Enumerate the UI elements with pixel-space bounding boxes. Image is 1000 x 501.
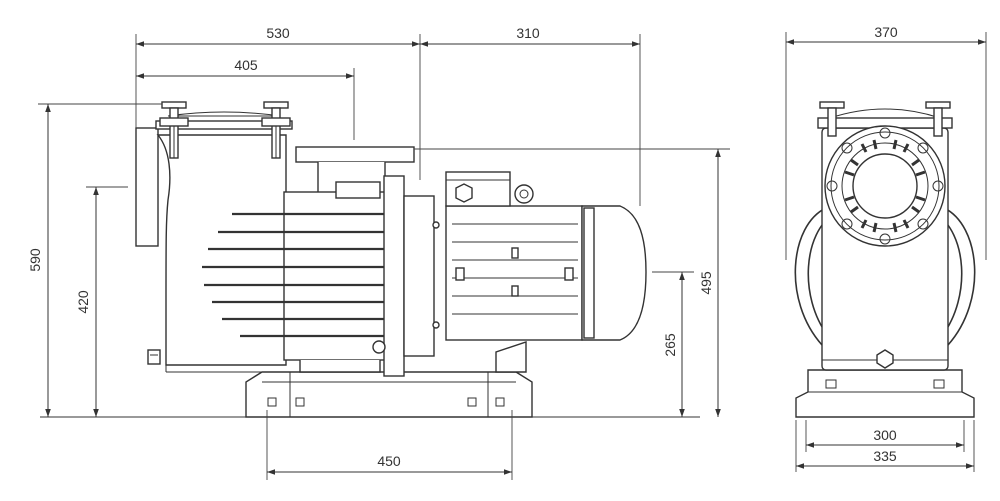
front-view: 370 300 335 xyxy=(785,24,987,472)
front-base xyxy=(795,369,975,418)
cooling-fins xyxy=(202,212,384,338)
dim-base-inner-width: 300 xyxy=(873,427,897,443)
front-dimensions: 370 300 335 xyxy=(785,24,987,472)
dim-base-length: 450 xyxy=(377,453,401,469)
dim-motor-length: 310 xyxy=(516,25,540,41)
lid-knob-right xyxy=(261,101,291,159)
dim-overall-length: 530 xyxy=(266,25,290,41)
dim-inlet-height: 420 xyxy=(75,290,91,314)
side-dimensions: 530 405 310 590 420 495 265 xyxy=(27,25,730,480)
inlet-flange xyxy=(824,125,946,247)
pump-volute xyxy=(283,146,440,377)
dim-total-height: 590 xyxy=(27,248,43,272)
drain-plug xyxy=(147,349,161,365)
lifting-eye xyxy=(514,184,534,204)
strainer-housing xyxy=(135,101,293,373)
front-drain-plug xyxy=(876,349,894,369)
dim-shaft-height: 265 xyxy=(662,333,678,357)
dim-base-outer-width: 335 xyxy=(873,448,897,464)
lid-knob-left xyxy=(159,101,189,159)
dim-outlet-height: 495 xyxy=(698,271,714,295)
motor xyxy=(445,171,647,373)
pump-base xyxy=(245,371,533,418)
outlet-flange xyxy=(295,146,415,163)
terminal-box xyxy=(445,171,511,207)
dim-front-width: 370 xyxy=(874,24,898,40)
side-view: 530 405 310 590 420 495 265 xyxy=(27,25,730,480)
dim-suction-to-strainer: 405 xyxy=(234,57,258,73)
